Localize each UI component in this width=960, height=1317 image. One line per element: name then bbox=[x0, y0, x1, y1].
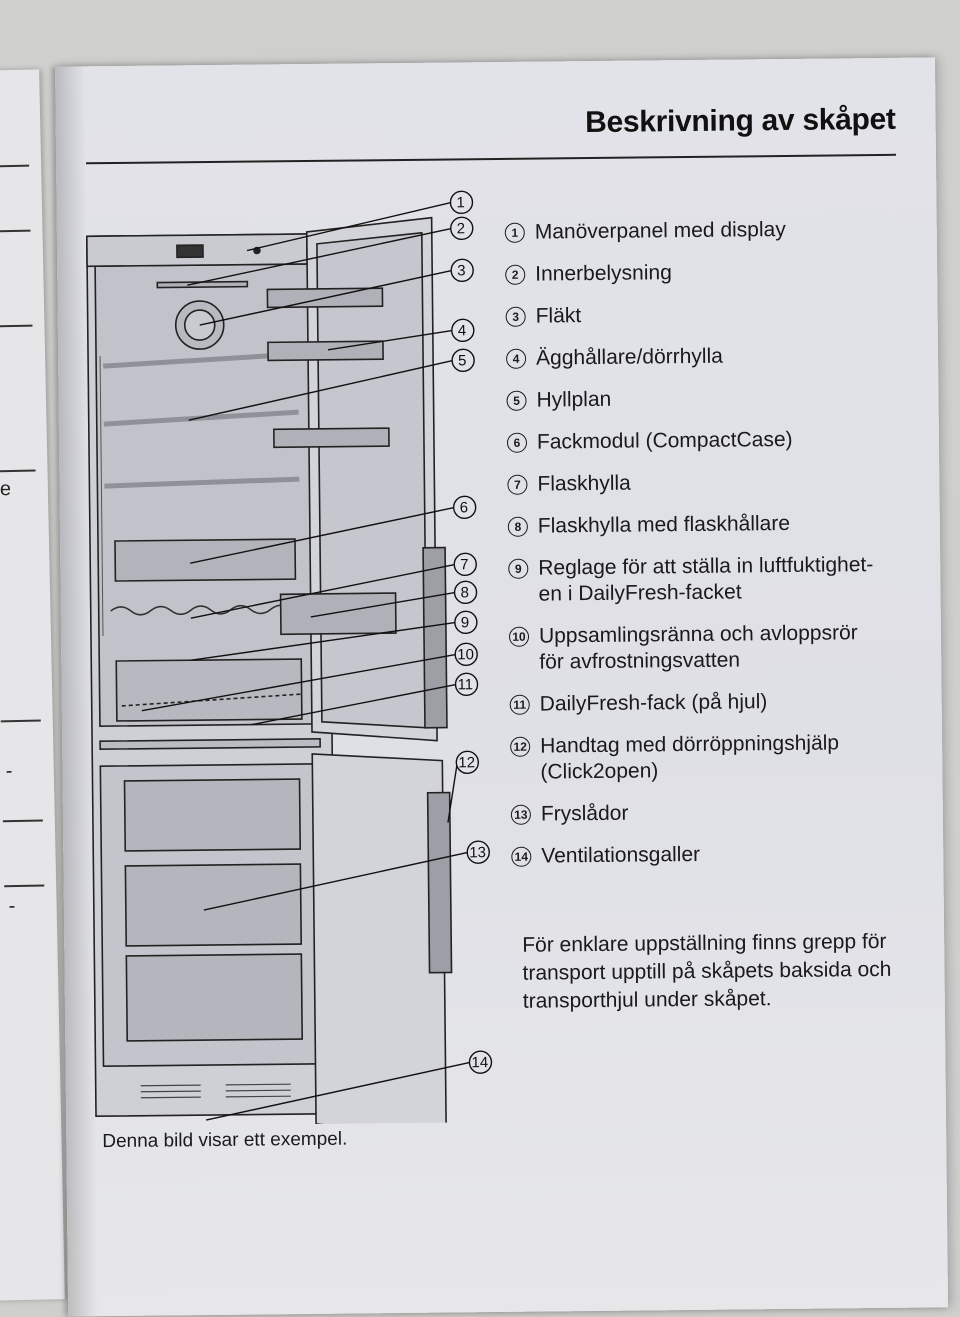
callout-number: 8 bbox=[507, 516, 528, 537]
legend-item: 7 Flaskhylla bbox=[507, 467, 927, 497]
legend-label: Manöverpanel med display bbox=[534, 217, 786, 244]
transport-note: För enklare uppställning finns grepp för… bbox=[522, 929, 892, 1013]
svg-text:14: 14 bbox=[471, 1054, 488, 1071]
legend-label: Ventilationsgaller bbox=[541, 842, 701, 868]
legend-label-cont: för avfrostningsvatten bbox=[539, 648, 741, 674]
legend-label-cont: (Click2open) bbox=[540, 759, 659, 784]
legend-label: Ägghållare/dörrhylla bbox=[535, 344, 723, 370]
svg-text:4: 4 bbox=[458, 322, 467, 339]
component-legend: 1 Manöverpanel med display 2 Innerbelysnin… bbox=[504, 216, 932, 886]
svg-text:3: 3 bbox=[457, 262, 466, 279]
legend-label: Flaskhylla med flaskhållare bbox=[537, 511, 791, 538]
legend-label: Innerbelysning bbox=[535, 261, 672, 286]
legend-item: 2 Innerbelysning bbox=[505, 258, 925, 288]
svg-text:6: 6 bbox=[460, 499, 469, 516]
fridge-illustration: 1 2 3 4 5 6 7 8 9 10 11 12 13 14 bbox=[85, 190, 493, 1127]
legend-item: 14 Ventilationsgaller bbox=[511, 839, 931, 869]
callout-number: 7 bbox=[507, 474, 528, 495]
callout-number: 10 bbox=[508, 626, 530, 647]
callout-number: 9 bbox=[508, 558, 529, 579]
image-caption: Denna bild visar ett exempel. bbox=[102, 1128, 348, 1153]
legend-item: 4 Ägghållare/dörrhylla bbox=[506, 342, 926, 372]
svg-text:1: 1 bbox=[456, 194, 465, 211]
callout-number: 1 bbox=[504, 222, 525, 243]
page-title: Beskrivning av skåpet bbox=[584, 102, 896, 140]
svg-text:12: 12 bbox=[458, 754, 475, 771]
legend-item: 9 Reglage för att ställa in luftfuktighet… bbox=[508, 551, 929, 607]
legend-label: Reglage för att ställa in luftfuktighet- bbox=[538, 553, 874, 580]
manual-page: Beskrivning av skåpet bbox=[55, 57, 949, 1317]
svg-text:5: 5 bbox=[458, 352, 467, 369]
callout-number: 5 bbox=[506, 390, 527, 411]
callout-number: 3 bbox=[505, 306, 526, 327]
legend-label: DailyFresh-fack (på hjul) bbox=[539, 690, 768, 716]
legend-item: 8 Flaskhylla med flaskhållare bbox=[507, 509, 928, 539]
adjacent-page-edge: e - - bbox=[0, 69, 65, 1301]
svg-text:9: 9 bbox=[461, 614, 470, 631]
callout-number: 12 bbox=[510, 736, 531, 757]
legend-label: Fläkt bbox=[535, 304, 582, 328]
callout-number: 2 bbox=[505, 264, 526, 285]
left-page-fragment: - bbox=[5, 760, 13, 783]
legend-label-cont: en i DailyFresh-facket bbox=[538, 580, 742, 606]
svg-text:8: 8 bbox=[460, 584, 469, 601]
left-page-fragment: - bbox=[8, 895, 16, 918]
svg-text:10: 10 bbox=[457, 646, 474, 663]
legend-item: 11 DailyFresh-fack (på hjul) bbox=[509, 687, 930, 717]
callout-number: 4 bbox=[506, 348, 527, 369]
legend-label: Handtag med dörröppningshjälp bbox=[540, 731, 840, 758]
legend-label: Uppsamlingsränna och avloppsrör bbox=[538, 621, 858, 648]
legend-label: Fackmodul (CompactCase) bbox=[536, 427, 793, 454]
legend-item: 5 Hyllplan bbox=[506, 384, 926, 414]
legend-label: Flaskhylla bbox=[537, 471, 631, 496]
callout-number: 14 bbox=[511, 846, 532, 867]
callout-number: 11 bbox=[509, 694, 530, 715]
svg-text:7: 7 bbox=[460, 556, 469, 573]
legend-label: Hyllplan bbox=[536, 387, 612, 412]
legend-item: 13 Fryslådor bbox=[510, 797, 931, 827]
svg-text:13: 13 bbox=[469, 844, 486, 861]
legend-item: 6 Fackmodul (CompactCase) bbox=[506, 425, 927, 455]
legend-item: 1 Manöverpanel med display bbox=[504, 216, 925, 246]
callout-number: 13 bbox=[510, 804, 531, 825]
svg-text:2: 2 bbox=[457, 220, 466, 237]
legend-item: 3 Fläkt bbox=[505, 300, 926, 330]
callout-number: 6 bbox=[506, 432, 528, 453]
legend-label: Fryslådor bbox=[540, 801, 629, 826]
svg-text:11: 11 bbox=[457, 676, 473, 693]
legend-item: 12 Handtag med dörröppningshjälp(Click2op… bbox=[510, 729, 931, 785]
left-page-fragment: e bbox=[0, 478, 12, 501]
